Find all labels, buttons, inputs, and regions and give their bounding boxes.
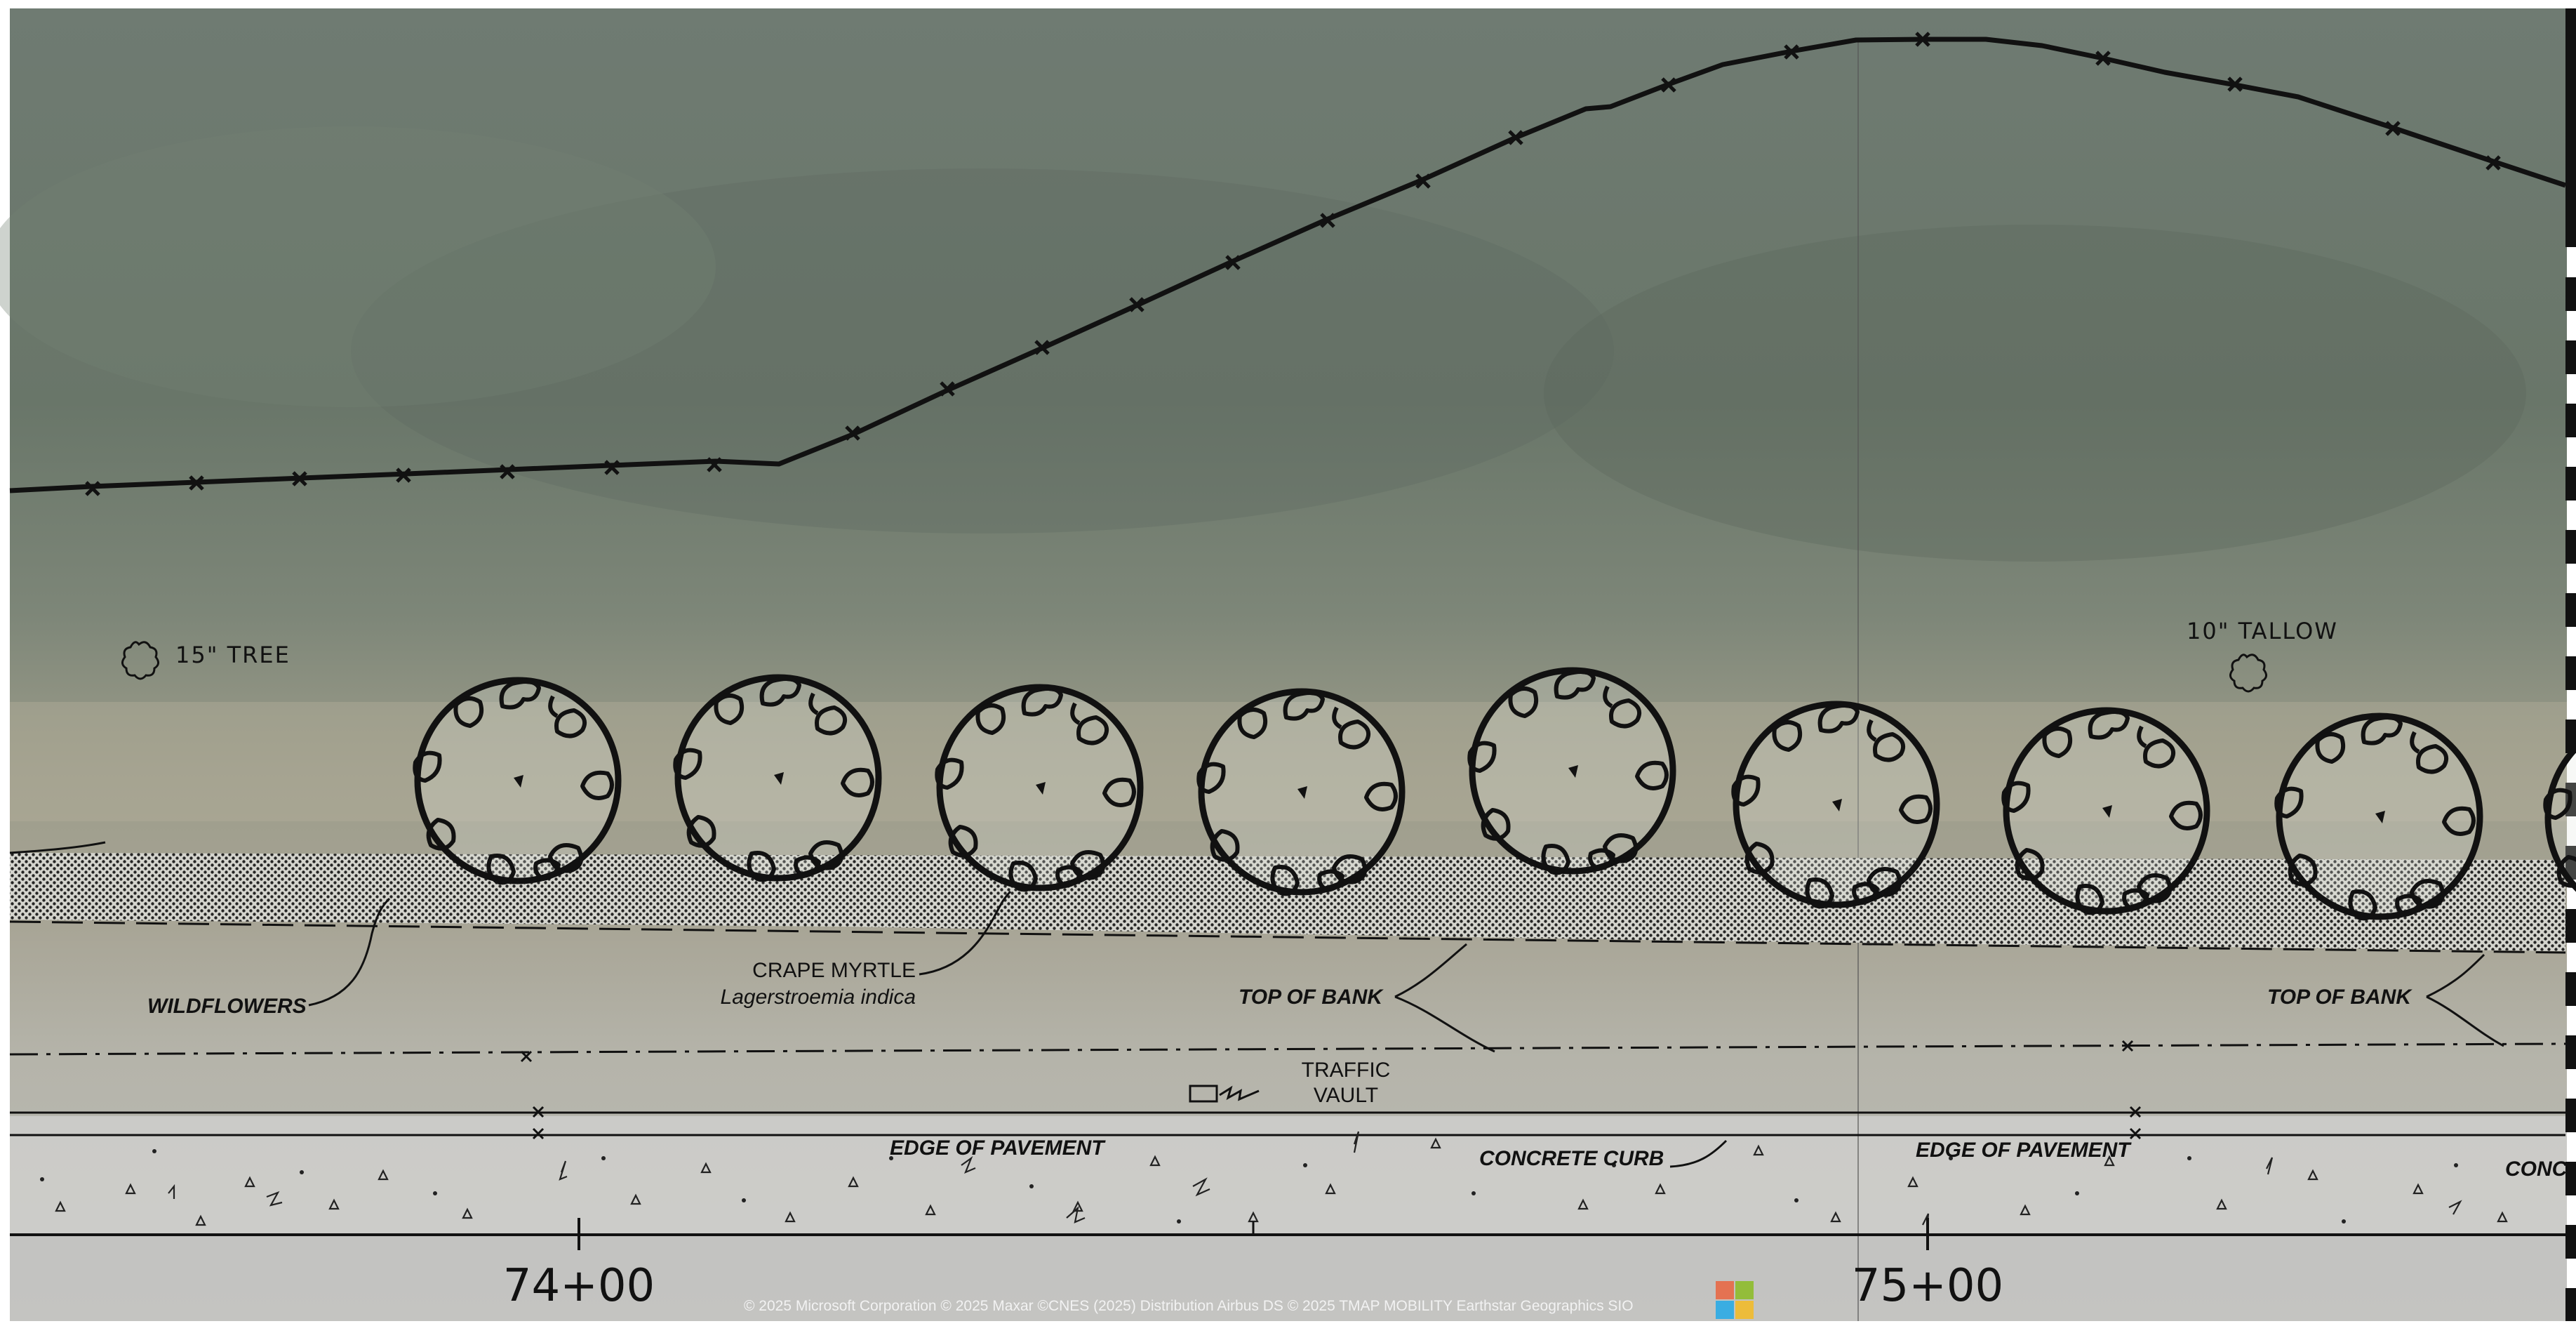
aerial-imagery: [10, 8, 2567, 1321]
label-wildflowers: WILDFLOWERS: [147, 995, 307, 1018]
label-10-tallow: 10" TALLOW: [2187, 618, 2338, 644]
bank-dashed-line: [9, 920, 2566, 954]
label-traffic-vault-line1: TRAFFIC: [1302, 1059, 1391, 1082]
microsoft-logo: [1716, 1281, 1754, 1319]
crape-myrtle-symbol: [675, 677, 879, 880]
station-label-7400: 74+00: [503, 1260, 655, 1312]
hillside-vegetation-east: [1544, 225, 2526, 562]
concrete-dots: [40, 1149, 2458, 1224]
leader-lines: [308, 890, 2504, 1168]
label-15-tree: 15" TREE: [175, 642, 291, 668]
band-edge-mark: [9, 841, 106, 854]
label-lagerstroemia: Lagerstroemia indica: [721, 986, 916, 1009]
label-edge-of-pavement: EDGE OF PAVEMENT: [890, 1136, 1106, 1160]
top-of-bank-line: [9, 1042, 2566, 1056]
label-top-of-bank: TOP OF BANK: [1239, 986, 1384, 1009]
label-concrete-partial: CONC: [2505, 1158, 2568, 1181]
crape-myrtle-symbol: [1733, 704, 1937, 906]
label-top-of-bank: TOP OF BANK: [2267, 986, 2413, 1009]
hillside-vegetation: [351, 168, 1614, 533]
station-label-7500: 75+00: [1852, 1260, 2004, 1312]
hillside-vegetation-west: [0, 126, 716, 407]
imagery-credit: © 2025 Microsoft Corporation © 2025 Maxa…: [744, 1298, 1634, 1314]
label-traffic-vault-line2: VAULT: [1314, 1084, 1378, 1107]
pavement-crosses: [532, 1106, 2142, 1140]
traffic-vault-symbol: [1189, 1085, 1218, 1103]
crape-myrtle-symbol: [937, 687, 1140, 889]
concrete-texture: [55, 1131, 2508, 1230]
label-crape-myrtle: CRAPE MYRTLE: [752, 959, 916, 982]
wildflower-planting-band: [10, 853, 2565, 951]
road-lower: [10, 1235, 2567, 1321]
crape-myrtle-symbol: [415, 680, 618, 882]
label-concrete-curb: CONCRETE CURB: [1479, 1147, 1664, 1170]
fence-line: [9, 33, 2567, 495]
crape-myrtle-symbol: [1469, 670, 1673, 873]
sheet-border-dashes: [2565, 8, 2576, 1321]
crape-myrtle-symbol: [2276, 716, 2480, 918]
crape-myrtle-symbol: [1199, 691, 1402, 894]
label-edge-of-pavement: EDGE OF PAVEMENT: [1916, 1139, 2132, 1162]
top-of-bank-line-crosses: [520, 1040, 2134, 1063]
crape-myrtle-symbol: [2003, 710, 2207, 913]
